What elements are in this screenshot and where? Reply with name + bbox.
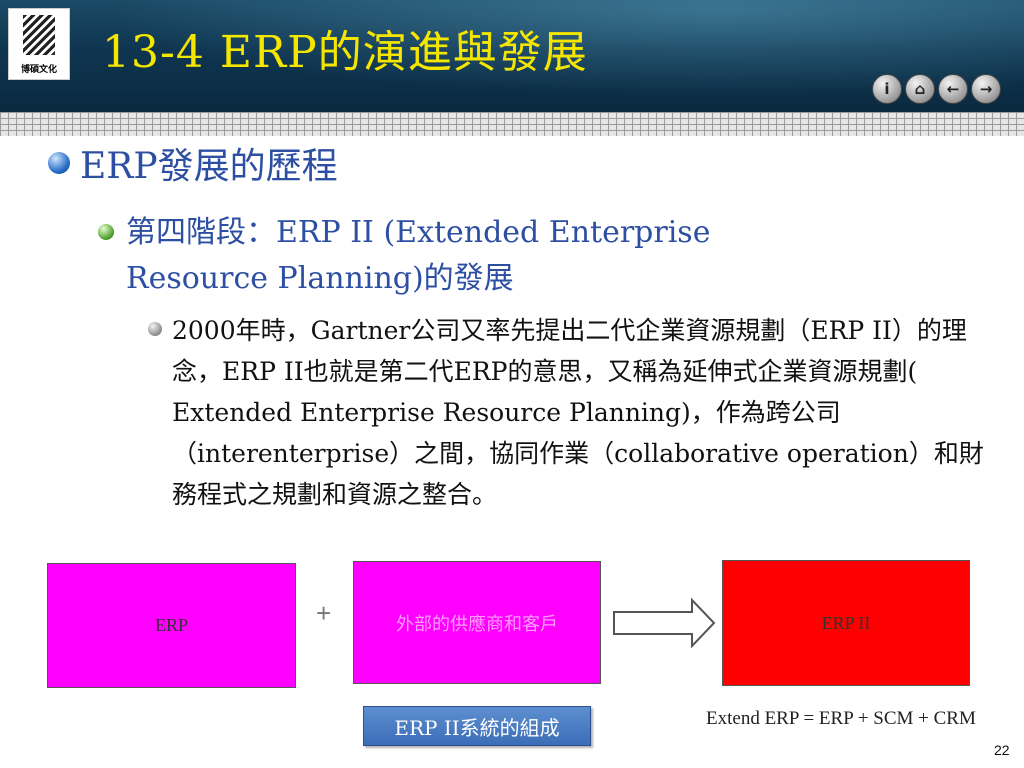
page-number: 22 xyxy=(994,742,1010,758)
bullet-level1-text: ERP發展的歷程 xyxy=(80,146,338,187)
slide-title: 13-4 ERP的演進與發展 xyxy=(102,27,588,78)
right-arrow-icon xyxy=(613,598,716,648)
info-icon: i xyxy=(884,80,890,98)
erp2-box: ERP II xyxy=(722,560,970,686)
extend-erp-formula: Extend ERP = ERP + SCM + CRM xyxy=(706,708,976,729)
nav-buttons: i ⌂ ← → xyxy=(872,74,1001,104)
erp-box: ERP xyxy=(47,563,296,688)
logo-mark-icon xyxy=(23,15,55,55)
bullet-level3-text: 2000年時，Gartner公司又率先提出二代企業資源規劃（ERP II）的理念… xyxy=(172,316,984,509)
logo-text: 博碩文化 xyxy=(20,65,57,75)
bullet-level2-line2: Resource Planning)的發展 xyxy=(126,261,514,296)
plus-sign: + xyxy=(316,598,332,628)
back-button[interactable]: ← xyxy=(938,74,968,104)
external-partners-box: 外部的供應商和客戶 xyxy=(353,561,601,684)
erp-box-label: ERP xyxy=(154,615,188,635)
external-partners-label: 外部的供應商和客戶 xyxy=(396,613,558,634)
erp2-box-label: ERP II xyxy=(821,612,871,633)
home-button[interactable]: ⌂ xyxy=(905,74,935,104)
forward-arrow-icon: → xyxy=(979,80,993,98)
bullet-level2: 第四階段：ERP II (Extended Enterprise Resourc… xyxy=(126,210,886,302)
slide-header: 博碩文化 13-4 ERP的演進與發展 i ⌂ ← → xyxy=(0,0,1024,112)
home-icon: ⌂ xyxy=(914,80,926,98)
bullet-level1-icon xyxy=(48,152,70,174)
info-button[interactable]: i xyxy=(872,74,902,104)
back-arrow-icon: ← xyxy=(946,80,960,98)
bullet-level2-line1: 第四階段：ERP II (Extended Enterprise xyxy=(126,215,711,250)
decorative-grid-band xyxy=(0,112,1024,136)
forward-button[interactable]: → xyxy=(971,74,1001,104)
publisher-logo: 博碩文化 xyxy=(8,8,70,80)
diagram-caption-button[interactable]: ERP II系統的組成 xyxy=(363,706,591,746)
bullet-level2-icon xyxy=(98,224,114,240)
bullet-level3-icon xyxy=(148,322,162,336)
